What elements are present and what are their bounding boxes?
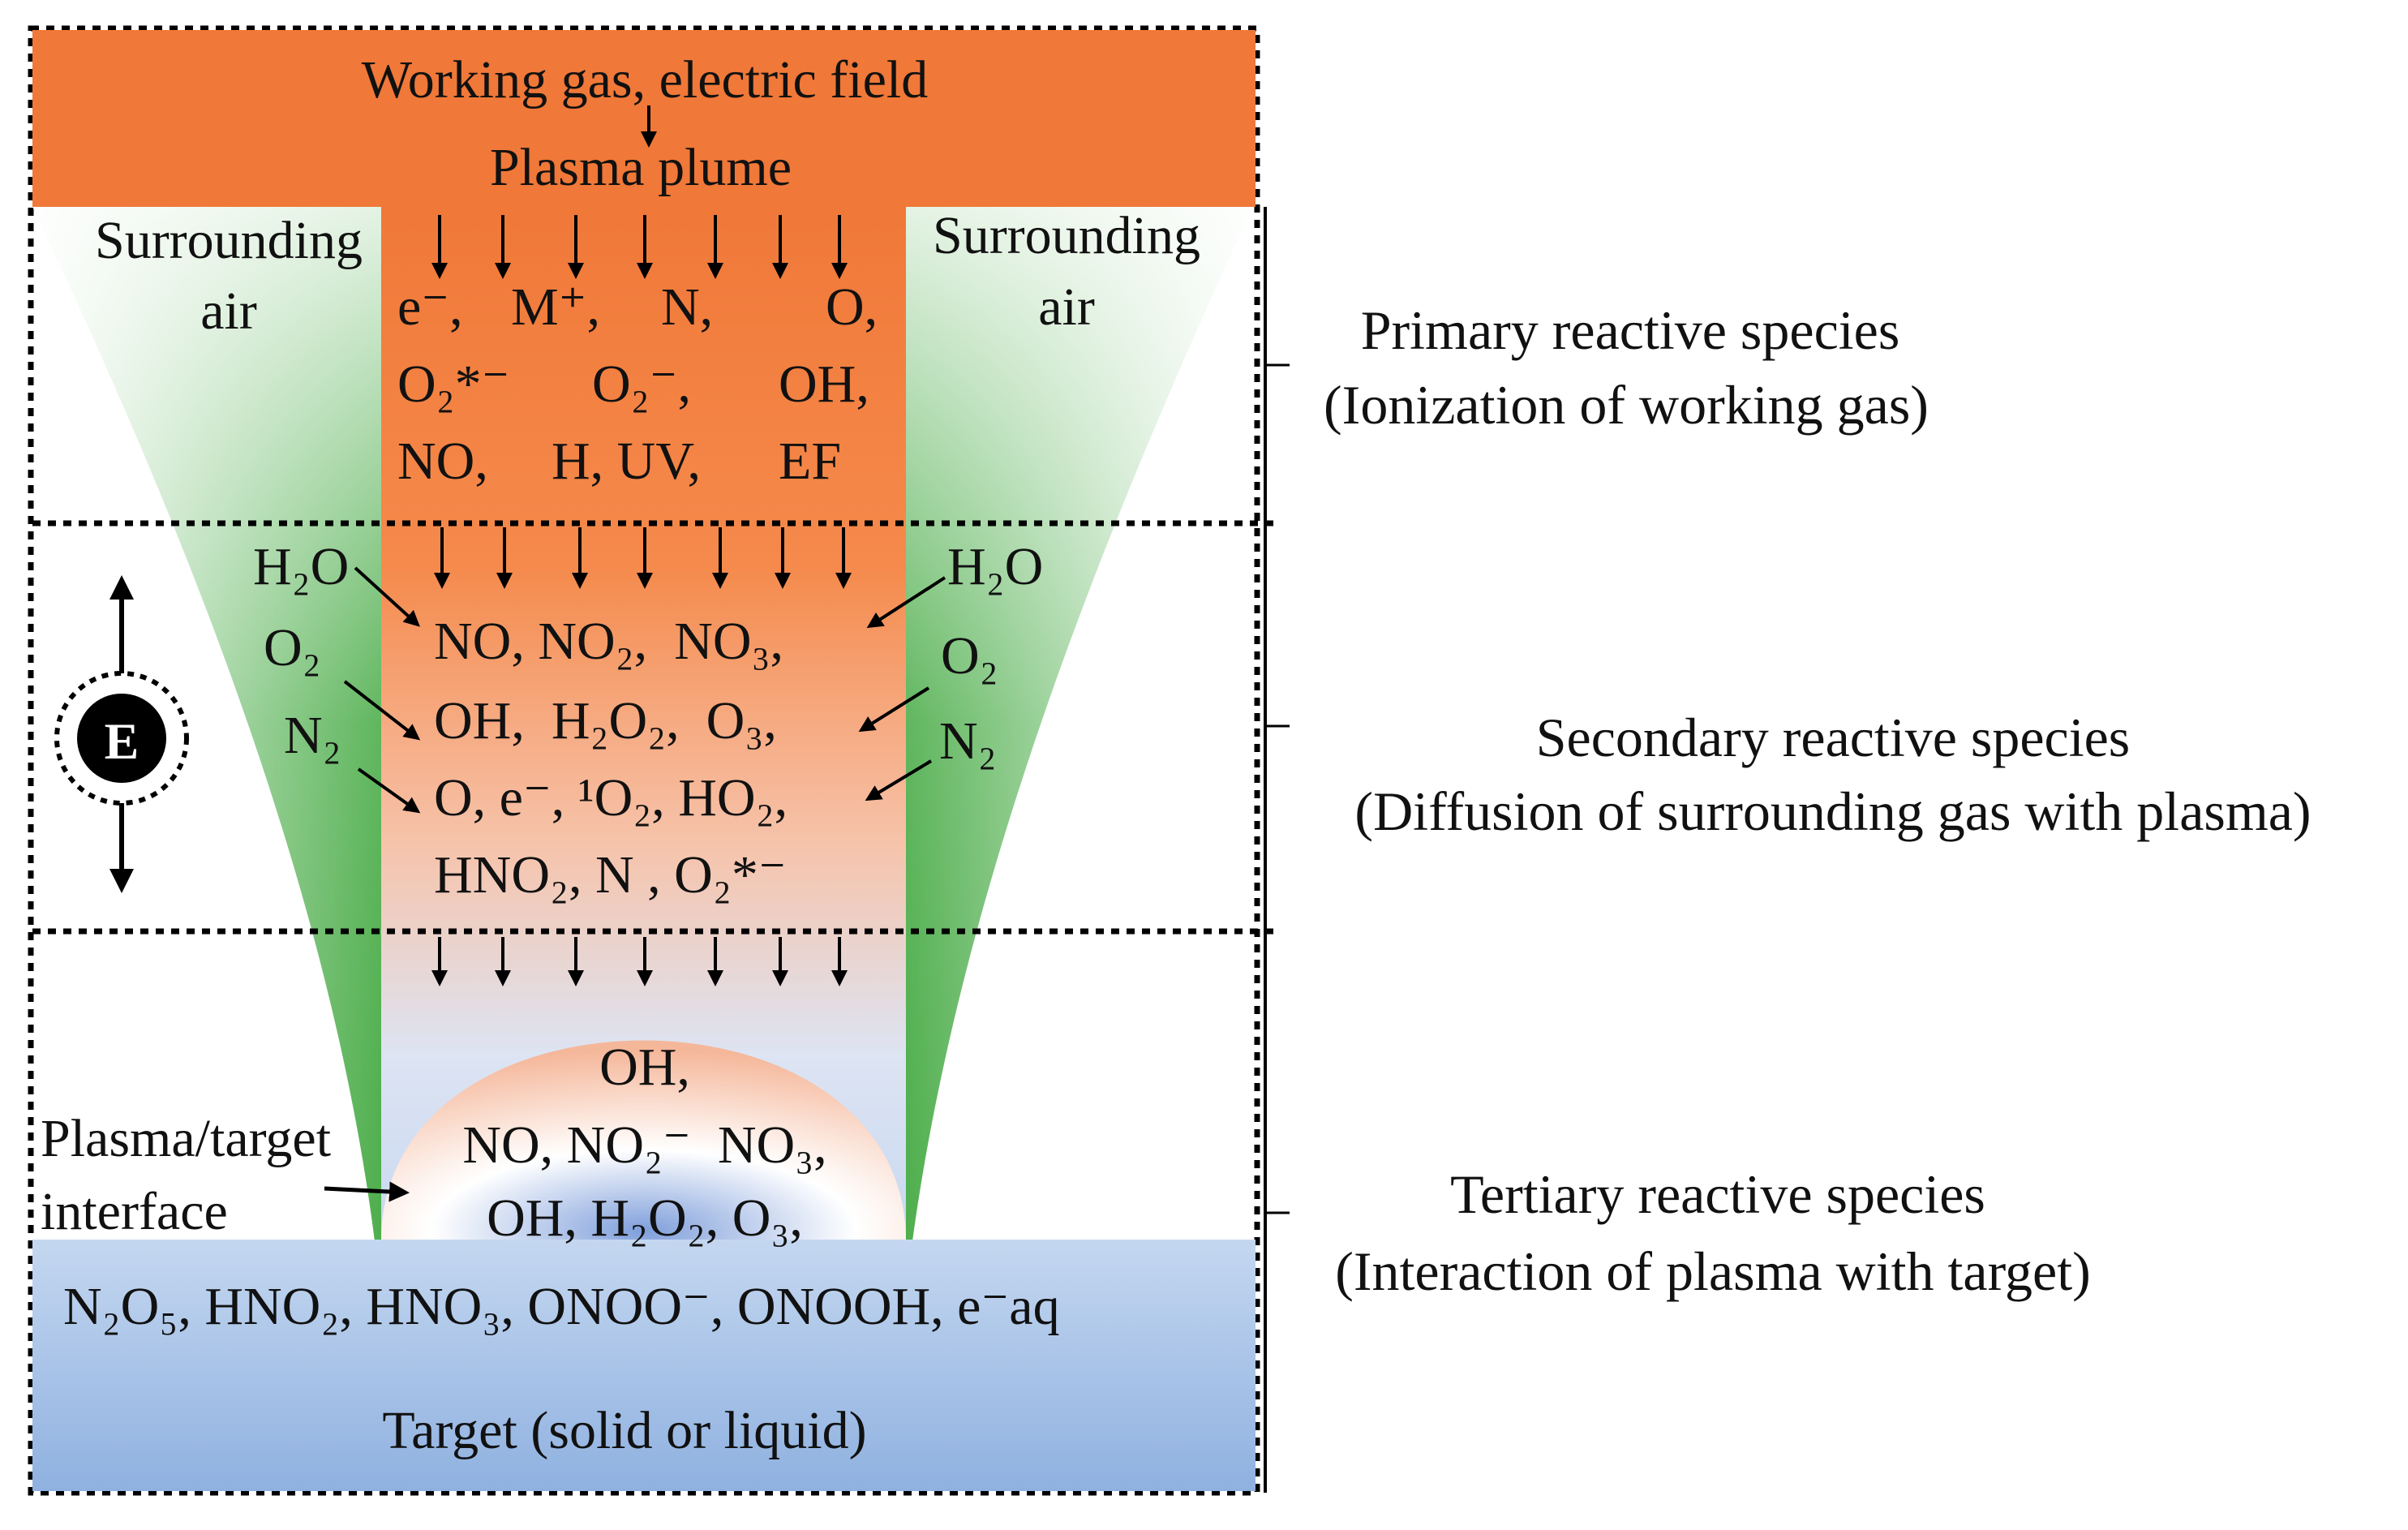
input-right-o2: O₂ bbox=[941, 626, 998, 685]
input-right-h2o: H₂O bbox=[947, 537, 1043, 596]
dome-row-3: OH, H₂O₂, O₃, bbox=[487, 1188, 803, 1248]
air-right-line2: air bbox=[1038, 277, 1095, 337]
outer-frame bbox=[28, 25, 1260, 1496]
primary-species-ef: EF bbox=[779, 432, 841, 491]
primary-species-o: O, bbox=[826, 277, 878, 337]
air-right-line1: Surrounding bbox=[933, 206, 1200, 265]
input-left-n2: N₂ bbox=[284, 706, 341, 765]
input-left-arrows bbox=[343, 566, 421, 814]
secondary-row-1: NO, NO₂, NO₃, bbox=[434, 612, 783, 671]
target-species: N₂O₅, HNO₂, HNO₃, ONOO⁻, ONOOH, e⁻aq bbox=[63, 1277, 1060, 1336]
tertiary-title: Tertiary reactive species bbox=[1450, 1163, 1985, 1225]
secondary-subtitle: (Diffusion of surrounding gas with plasm… bbox=[1354, 780, 2311, 842]
secondary-species: NO, NO₂, NO₃, OH, H₂O₂, O₃, O, e⁻, ¹O₂, … bbox=[434, 612, 788, 905]
secondary-row-3: O, e⁻, ¹O₂, HO₂, bbox=[434, 768, 788, 827]
secondary-title: Secondary reactive species bbox=[1536, 707, 2131, 768]
air-left-line2: air bbox=[200, 282, 257, 341]
primary-species-o2: O₂⁻, bbox=[592, 355, 691, 414]
primary-species: e⁻, M⁺, N, O, O₂*⁻ O₂⁻, OH, NO, H, UV, E… bbox=[397, 277, 878, 491]
primary-species-n: N, bbox=[661, 277, 713, 337]
primary-species-o2-star: O₂*⁻ bbox=[397, 355, 510, 414]
surrounding-air-left-fade bbox=[32, 207, 381, 1241]
interface-dome bbox=[381, 1040, 906, 1241]
input-left-o2: O₂ bbox=[264, 618, 321, 677]
input-right-arrows bbox=[858, 576, 946, 802]
interface-label-line2: interface bbox=[41, 1182, 228, 1241]
primary-species-oh: OH, bbox=[779, 355, 869, 414]
tertiary-subtitle: (Interaction of plasma with target) bbox=[1335, 1240, 2091, 1302]
primary-title: Primary reactive species bbox=[1361, 299, 1900, 361]
electric-field-symbol: E bbox=[54, 575, 189, 893]
target-band bbox=[32, 1240, 1256, 1491]
plume-band bbox=[32, 30, 1256, 207]
input-right-n2: N₂ bbox=[939, 711, 997, 771]
target-label: Target (solid or liquid) bbox=[382, 1401, 866, 1460]
primary-species-h-uv: H, UV, bbox=[552, 432, 701, 491]
primary-subtitle: (Ionization of working gas) bbox=[1324, 374, 1929, 436]
input-left-h2o: H₂O bbox=[253, 537, 349, 596]
dome-row-1: OH, bbox=[599, 1038, 690, 1097]
surrounding-air-right-fade bbox=[906, 207, 1253, 1241]
primary-species-e: e⁻, bbox=[397, 277, 463, 337]
plume-line1: Working gas, electric field bbox=[362, 50, 928, 110]
electric-field-letter: E bbox=[105, 712, 140, 770]
primary-species-no: NO, bbox=[397, 432, 488, 491]
secondary-row-2: OH, H₂O₂, O₃, bbox=[434, 691, 777, 750]
secondary-row-4: HNO₂, N , O₂*⁻ bbox=[434, 845, 787, 905]
dome-row-2: NO, NO₂⁻ NO₃, bbox=[462, 1115, 826, 1175]
arrows-row-1 bbox=[431, 215, 848, 279]
interface-arrow bbox=[324, 1181, 410, 1202]
primary-species-m: M⁺, bbox=[511, 277, 600, 337]
interface-label-line1: Plasma/target bbox=[41, 1109, 331, 1168]
plume-line2: Plasma plume bbox=[490, 138, 792, 197]
arrows-row-3 bbox=[431, 937, 848, 986]
air-left-line1: Surrounding bbox=[95, 211, 363, 270]
arrows-row-2 bbox=[434, 527, 852, 589]
